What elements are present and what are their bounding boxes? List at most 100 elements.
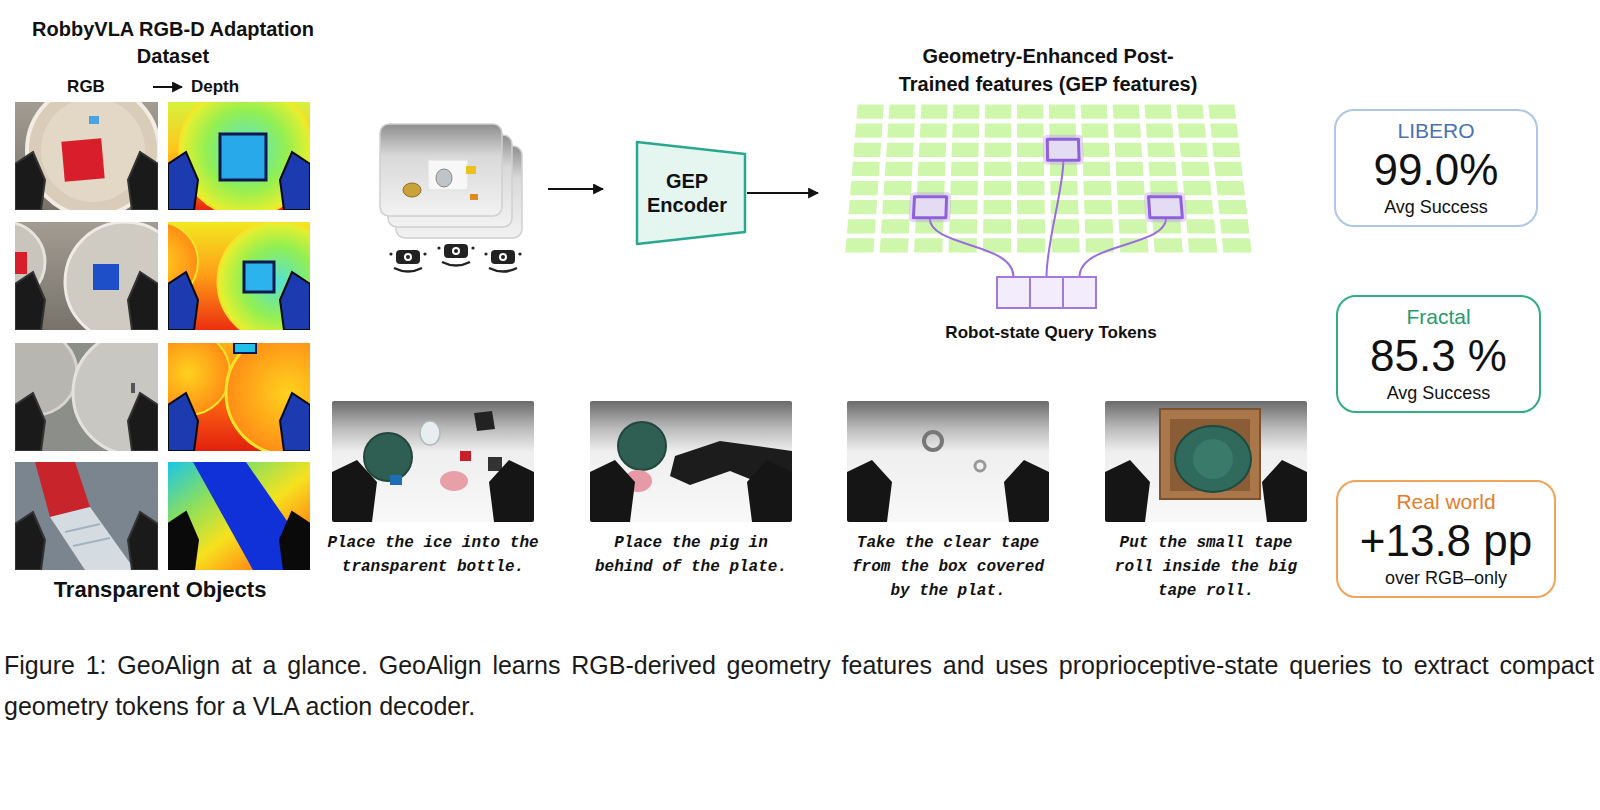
column-label: Depth	[191, 76, 239, 98]
feature-grid-cells	[1147, 143, 1175, 157]
feature-grid-cells	[886, 143, 914, 157]
feature-grid-cells	[1216, 181, 1245, 195]
depth-image	[168, 343, 310, 451]
metric-card: Real world+13.8 ppover RGB–only	[1336, 480, 1556, 598]
task-photo	[1105, 460, 1150, 522]
panel-title: RobbyVLA RGB-D Adaptation Dataset	[8, 16, 338, 70]
camera-icon	[518, 252, 521, 255]
camera-views	[436, 169, 452, 187]
feature-grid-cells	[1180, 143, 1208, 157]
query-link	[1047, 160, 1064, 277]
task-photo	[460, 451, 471, 461]
highlighted-cell	[1047, 139, 1079, 160]
feature-grid-cells	[855, 124, 883, 138]
depth-image	[168, 102, 310, 210]
input-arrow	[548, 189, 603, 190]
feature-grid-cells	[1210, 124, 1238, 138]
task-photo	[488, 457, 502, 471]
task-photo	[975, 461, 985, 471]
rgb-image	[27, 102, 158, 210]
highlighted-cell	[1149, 197, 1183, 218]
depth-image	[280, 272, 310, 330]
feature-grid-cells	[1082, 143, 1109, 157]
rgb-image	[131, 383, 135, 393]
camera-icon	[406, 255, 410, 259]
camera-icon	[491, 250, 515, 264]
metric-note: Avg Success	[1387, 382, 1491, 404]
feature-grid-cells	[853, 143, 881, 157]
task-photo	[332, 460, 377, 522]
feature-grid-cells	[952, 143, 979, 157]
feature-grid-cells	[1017, 124, 1044, 138]
benchmark-name: Real world	[1396, 489, 1495, 515]
feature-grid-cells	[1017, 104, 1043, 118]
query-token	[1030, 277, 1063, 308]
feature-grid-cells	[1185, 200, 1214, 214]
task-photo	[618, 422, 666, 470]
feature-grid-cells	[1218, 200, 1247, 214]
camera-icon	[437, 246, 440, 249]
query-link	[930, 160, 1167, 277]
feature-grid-cells	[1222, 238, 1252, 252]
feature-grid-cells	[1154, 238, 1183, 252]
feature-grid-cells	[1083, 181, 1111, 195]
feature-grid-cells	[1114, 124, 1141, 138]
depth-image	[218, 222, 310, 330]
camera-icon	[389, 244, 521, 272]
camera-icon	[451, 246, 461, 256]
depth-image	[220, 134, 266, 180]
rgb-image	[128, 512, 158, 570]
feature-grid-cells	[1186, 219, 1215, 233]
camera-views	[380, 124, 522, 238]
feature-grid-cells	[1017, 143, 1044, 157]
feature-grid-cells	[1051, 219, 1079, 233]
rgb-image	[128, 152, 158, 210]
task-photo	[1170, 419, 1250, 491]
feature-grid-cells	[1178, 124, 1206, 138]
task-photo	[1105, 401, 1307, 522]
column-label: RGB	[67, 76, 105, 98]
feature-grid-cells	[920, 124, 947, 138]
rgb-image	[15, 462, 158, 570]
rgb-image	[35, 462, 90, 517]
depth-image	[226, 343, 310, 451]
task-photo	[332, 401, 534, 522]
feature-grid-cells	[984, 162, 1011, 176]
trapezoid-outline	[635, 140, 747, 246]
feature-map: Geometry-Enhanced Post-Trained features …	[818, 42, 1278, 260]
feature-grid-cells	[984, 181, 1011, 195]
metric-note: Avg Success	[1384, 196, 1488, 218]
feature-grid-cells	[1115, 143, 1143, 157]
query-token	[997, 277, 1030, 308]
task-photo	[1262, 460, 1307, 522]
feature-grid-cells	[1212, 143, 1240, 157]
feature-grid-cells	[1181, 162, 1209, 176]
feature-grid-cells	[1148, 162, 1176, 176]
feature-grid-cells	[883, 181, 911, 195]
feature-grid-cells	[1183, 181, 1212, 195]
rgb-image	[15, 102, 158, 210]
feature-grid-cells	[950, 181, 978, 195]
feature-grid-cells	[1049, 104, 1076, 118]
camera-icon	[403, 252, 413, 262]
query-link	[930, 218, 1014, 277]
input-arrow	[548, 188, 603, 190]
feature-grid-cells	[880, 238, 909, 252]
task-photo	[1175, 426, 1251, 492]
depth-image	[168, 222, 310, 330]
rgb-image	[15, 462, 158, 570]
camera-icon	[396, 250, 420, 264]
query-link	[1080, 218, 1167, 277]
task-photo	[847, 401, 1049, 522]
highlighted-cell	[913, 139, 1182, 217]
encoder-block: GEP Encoder	[635, 140, 747, 246]
rgb-image	[65, 222, 158, 330]
feature-grid-cells	[856, 104, 883, 118]
task-photo	[847, 460, 892, 522]
feature-grid-cells	[950, 200, 978, 214]
flow-arrow	[747, 192, 818, 194]
feature-grid-cells	[1017, 162, 1044, 176]
feature-grid-cells	[914, 238, 943, 252]
feature-grid-cells	[887, 124, 914, 138]
depth-image	[180, 102, 310, 210]
